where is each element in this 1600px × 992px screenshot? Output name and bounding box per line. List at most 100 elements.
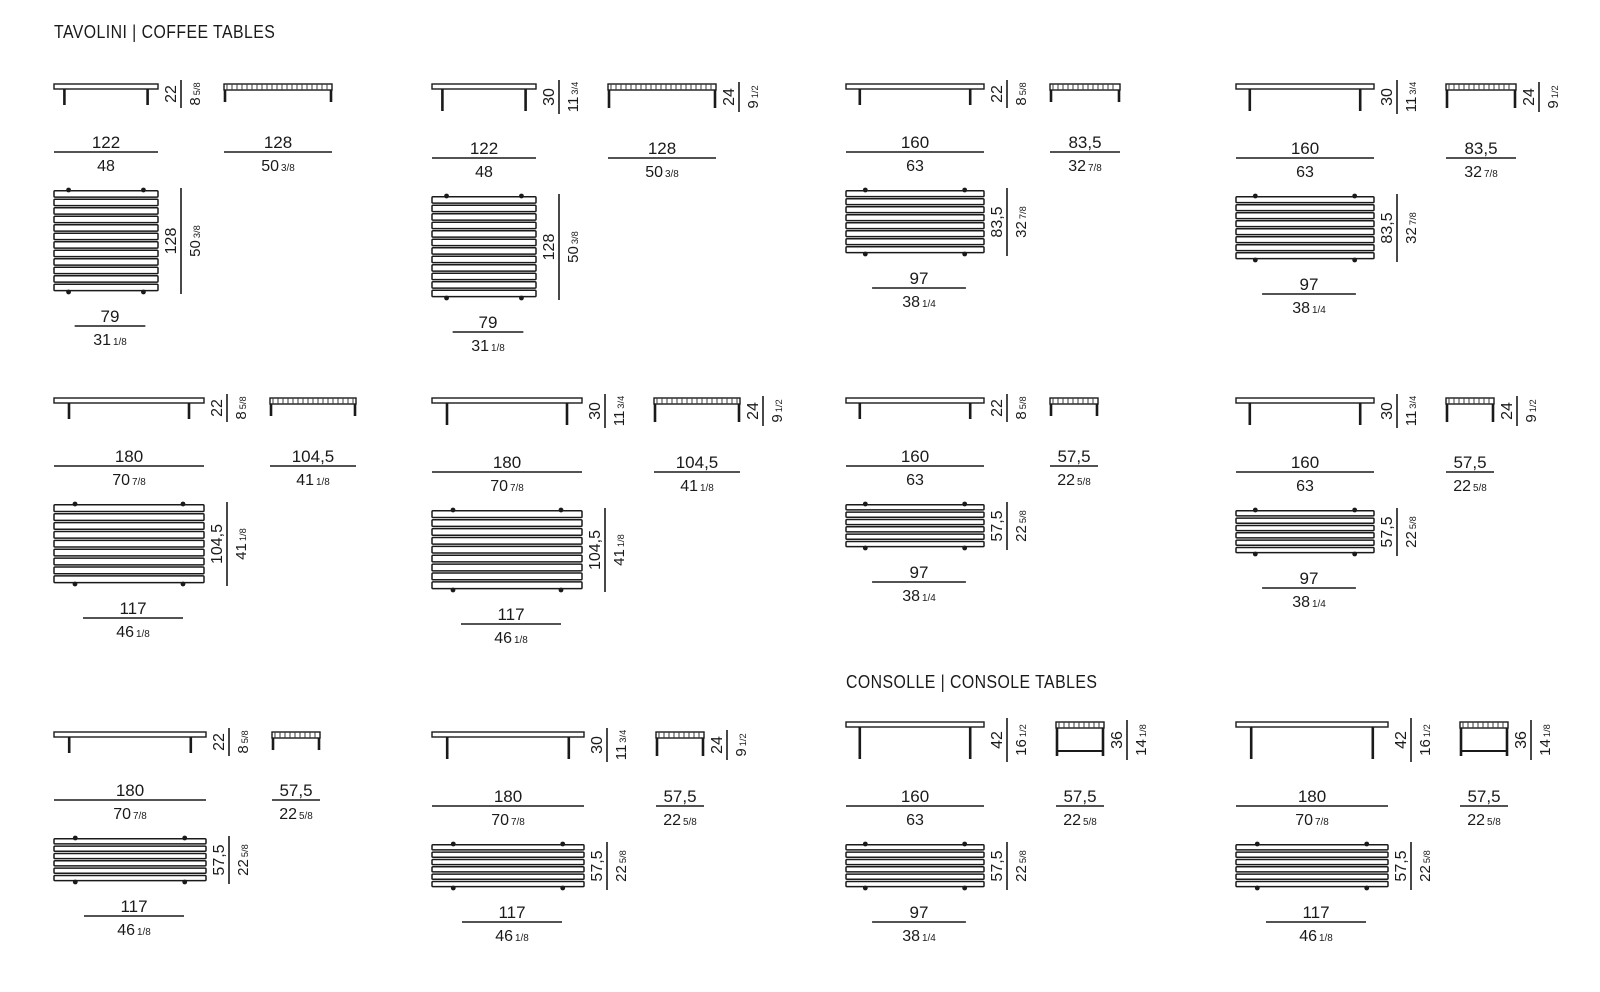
side-height-dim-cm: 24 bbox=[721, 88, 738, 106]
plan-view-slat bbox=[431, 572, 583, 581]
plan-depth-dim-cm: 83,5 bbox=[1379, 212, 1396, 243]
side-length-dim-in-fraction: 5/8 bbox=[1473, 483, 1487, 494]
plan-view-leg-dot bbox=[182, 879, 188, 885]
plan-width-dim-in-fraction: 1/4 bbox=[1312, 305, 1326, 316]
side-view-top bbox=[1049, 397, 1099, 405]
plan-width-dim-in-fraction: 1/8 bbox=[514, 635, 528, 646]
plan-view bbox=[1235, 193, 1375, 263]
plan-width-dim-cm: 117 bbox=[1302, 903, 1329, 922]
plan-view-slat bbox=[53, 512, 205, 522]
plan-depth-dim-in-whole: 32 bbox=[1403, 227, 1420, 244]
plan-depth-dim-in-whole: 50 bbox=[187, 240, 204, 257]
plan-view bbox=[431, 193, 537, 301]
plan-width-dim-in-whole: 31 bbox=[93, 332, 111, 349]
plan-depth-dim-in-fraction: 1/8 bbox=[616, 534, 626, 547]
side-length-dim-in-fraction: 3/8 bbox=[281, 163, 295, 174]
plan-view-slat bbox=[845, 504, 985, 511]
plan-depth-dim-cm: 57,5 bbox=[1393, 850, 1410, 881]
height-dim-in: 161/2 bbox=[1417, 724, 1434, 756]
plan-view-slat bbox=[845, 246, 985, 254]
plan-view-slat bbox=[1235, 880, 1389, 888]
plan-view-leg-dot bbox=[72, 501, 78, 507]
height-dim: 30 113/4 bbox=[589, 728, 630, 762]
length-dim-cm: 160 bbox=[1291, 453, 1319, 472]
plan-width-dim-in-whole: 38 bbox=[902, 588, 920, 605]
side-length-dim-in-fraction: 7/8 bbox=[1088, 163, 1102, 174]
plan-view-slat bbox=[53, 874, 207, 882]
plan-view-leg-dot bbox=[1252, 257, 1258, 263]
plan-view-leg-dot bbox=[1252, 507, 1258, 513]
plan-view-slat bbox=[845, 526, 985, 533]
height-dim-cm: 30 bbox=[589, 736, 606, 754]
plan-view-leg-dot bbox=[1352, 193, 1358, 199]
plan-view-leg-dot bbox=[1352, 257, 1358, 263]
length-dim-in: 63 bbox=[906, 812, 924, 829]
plan-view-leg-dot bbox=[862, 885, 868, 891]
side-height-dim-in: 141/8 bbox=[1133, 724, 1150, 756]
length-dim-in-whole: 70 bbox=[490, 478, 508, 495]
side-length-dim-cm: 57,5 bbox=[1467, 787, 1500, 806]
height-dim-in-whole: 16 bbox=[1417, 739, 1434, 756]
side-length-dim-in-whole: 22 bbox=[279, 806, 297, 823]
plan-width-dim-in-whole: 46 bbox=[495, 928, 513, 945]
plan-view-leg-dot bbox=[444, 295, 449, 301]
height-dim-in-fraction: 1/2 bbox=[1422, 724, 1432, 737]
side-length-dim-in-whole: 41 bbox=[680, 478, 698, 495]
front-view bbox=[845, 83, 985, 105]
side-height-dim-in: 91/2 bbox=[745, 85, 762, 108]
plan-view-leg-dot bbox=[519, 193, 524, 199]
plan-width-dim-in-fraction: 1/8 bbox=[515, 933, 529, 944]
plan-view-leg-dot bbox=[962, 187, 968, 193]
side-height-dim-in: 91/2 bbox=[733, 733, 750, 756]
height-dim-in-fraction: 5/8 bbox=[240, 730, 250, 743]
plan-view-slat bbox=[845, 511, 985, 519]
side-length-dim-in-fraction: 1/8 bbox=[316, 477, 330, 488]
height-dim-in: 113/4 bbox=[613, 730, 630, 761]
side-height-dim-cm: 36 bbox=[1513, 731, 1530, 749]
plan-depth-dim-in-whole: 22 bbox=[613, 865, 630, 882]
plan-width-dim-in-whole: 38 bbox=[1292, 594, 1310, 611]
plan-view-leg-dot bbox=[519, 295, 524, 301]
plan-view-slat bbox=[1235, 858, 1389, 866]
plan-depth-dim-cm: 57,5 bbox=[1379, 516, 1396, 547]
plan-width-dim-in-fraction: 1/8 bbox=[137, 927, 151, 938]
plan-depth-dim-in-whole: 32 bbox=[1013, 221, 1030, 238]
plan-depth-dim-in: 327/8 bbox=[1403, 212, 1420, 244]
length-dim-cm: 180 bbox=[494, 787, 522, 806]
side-height-dim-in-whole: 9 bbox=[1545, 100, 1562, 108]
plan-view-leg-dot bbox=[72, 879, 78, 885]
plan-width-dim-cm: 97 bbox=[910, 269, 929, 288]
height-dim-in-whole: 8 bbox=[233, 411, 250, 419]
side-height-dim-cm: 24 bbox=[745, 402, 762, 420]
front-view-top bbox=[845, 397, 985, 404]
length-dim-in-whole: 63 bbox=[906, 472, 924, 489]
height-dim-in-fraction: 3/4 bbox=[570, 82, 580, 95]
plan-depth-dim-cm: 57,5 bbox=[989, 850, 1006, 881]
side-view-top bbox=[1445, 83, 1517, 91]
front-view-top bbox=[1235, 397, 1375, 404]
side-view bbox=[1459, 721, 1509, 756]
height-dim-cm: 22 bbox=[163, 85, 180, 103]
side-length-dim-cm: 83,5 bbox=[1068, 133, 1101, 152]
plan-view-slat bbox=[53, 845, 207, 853]
plan-view-slat bbox=[1235, 873, 1389, 881]
front-view bbox=[1235, 721, 1389, 759]
length-dim-in: 63 bbox=[1296, 164, 1314, 181]
plan-view-slat bbox=[53, 530, 205, 539]
height-dim-in-fraction: 5/8 bbox=[192, 82, 202, 95]
